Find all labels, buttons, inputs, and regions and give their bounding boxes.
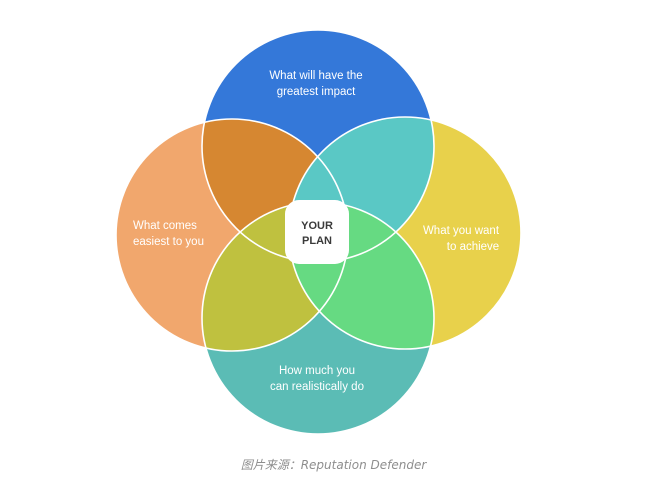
center-plan-box bbox=[285, 200, 349, 264]
label-realistically-line-1: How much you bbox=[279, 365, 355, 377]
label-greatest-impact-line-1: What will have the bbox=[269, 70, 362, 82]
label-want-to-achieve-line-1: What you want bbox=[423, 225, 500, 237]
center-label-line-1: YOUR bbox=[301, 220, 333, 232]
center-label-line-2: PLAN bbox=[302, 235, 332, 247]
label-realistically-line-2: can realistically do bbox=[270, 381, 364, 393]
label-want-to-achieve-line-2: to achieve bbox=[447, 241, 499, 253]
label-greatest-impact-line-2: greatest impact bbox=[277, 86, 356, 98]
label-easiest-line-1: What comes bbox=[133, 220, 197, 232]
image-source-caption: 图片来源：Reputation Defender bbox=[240, 458, 427, 472]
label-easiest-line-2: easiest to you bbox=[133, 236, 204, 248]
